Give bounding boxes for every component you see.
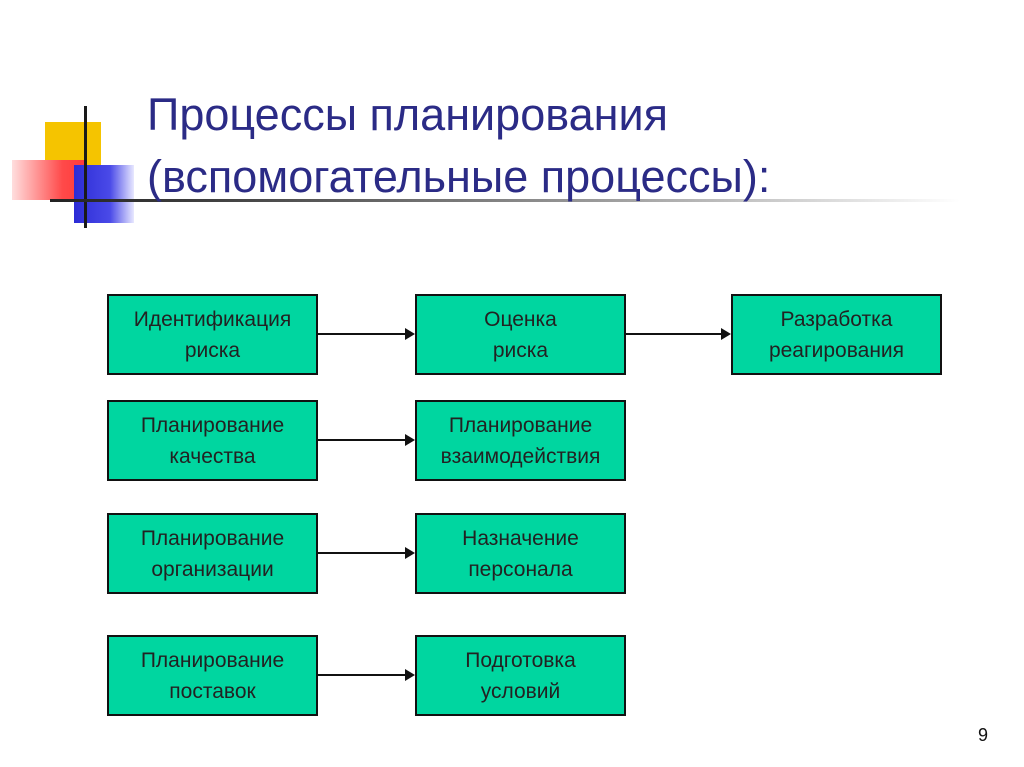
- arrow-connector: [318, 547, 415, 559]
- box-label: Разработка: [780, 307, 893, 331]
- title-line-2: (вспомогательные процессы):: [147, 151, 771, 202]
- box-response-development: Разработка реагирования: [731, 294, 942, 375]
- slide-title: Процессы планирования (вспомогательные п…: [147, 84, 967, 208]
- page-number: 9: [978, 725, 989, 745]
- box-label: организации: [151, 557, 274, 581]
- box-label: Планирование: [140, 526, 285, 550]
- box-label: Планирование: [140, 413, 285, 437]
- box-label: Оценка: [484, 307, 557, 331]
- vertical-line-decoration: [84, 106, 87, 228]
- title-underline: [50, 199, 960, 202]
- box-label: поставок: [169, 679, 256, 703]
- box-label: персонала: [468, 557, 573, 581]
- title-line-1: Процессы планирования: [147, 89, 669, 140]
- box-label: условий: [480, 679, 561, 703]
- box-procurement-planning: Планирование поставок: [107, 635, 318, 716]
- box-quality-planning: Планирование качества: [107, 400, 318, 481]
- arrow-connector: [318, 328, 415, 340]
- box-label: Планирование: [140, 648, 285, 672]
- arrow-connector: [318, 434, 415, 446]
- arrow-connector: [318, 669, 415, 681]
- box-label: Назначение: [462, 526, 579, 550]
- arrow-connector: [626, 328, 731, 340]
- box-label: реагирования: [768, 338, 905, 362]
- box-label: Подготовка: [465, 648, 576, 672]
- box-communication-planning: Планирование взаимодействия: [415, 400, 626, 481]
- box-organization-planning: Планирование организации: [107, 513, 318, 594]
- box-label: Идентификация: [133, 307, 292, 331]
- box-conditions-preparation: Подготовка условий: [415, 635, 626, 716]
- box-risk-assessment: Оценка риска: [415, 294, 626, 375]
- box-label: Планирование: [448, 413, 593, 437]
- box-staff-assignment: Назначение персонала: [415, 513, 626, 594]
- box-label: риска: [184, 338, 241, 362]
- box-label: качества: [169, 444, 256, 468]
- red-gradient-decoration: [12, 160, 84, 200]
- box-risk-identification: Идентификация риска: [107, 294, 318, 375]
- box-label: риска: [492, 338, 549, 362]
- decorative-logo: [0, 0, 200, 240]
- box-label: взаимодействия: [440, 444, 601, 468]
